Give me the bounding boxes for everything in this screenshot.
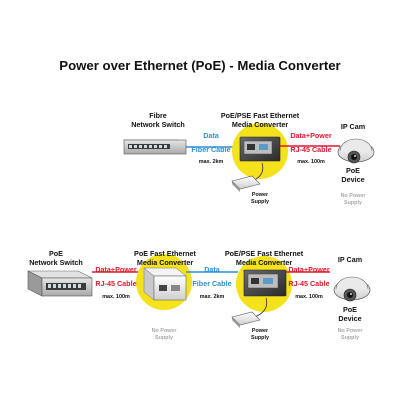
bottom-converter2-label: PoE/PSE Fast Ethernet Media Converter [218, 249, 310, 267]
bottom-left-distance: max. 100m [102, 294, 130, 300]
fibre-switch-label-line1: Fibre [149, 111, 167, 120]
poe-switch-label-line2: Network Switch [29, 257, 83, 267]
bottom-converter2-label-line1: PoE/PSE Fast Ethernet [224, 249, 304, 258]
bottom-power-supply-line1: Power [251, 328, 269, 334]
top-poe-device-line2: Device [341, 174, 365, 184]
poe-media-converter [136, 254, 192, 310]
bottom-left-data-power-label: Data+Power [95, 265, 137, 274]
top-copper-cable-label: RJ-45 Cable [290, 145, 332, 154]
bottom-fiber-cable-label: Fiber Cable [192, 279, 232, 288]
top-fiber-data-label: Data [203, 131, 219, 140]
fibre-switch-label-line2: Network Switch [131, 119, 185, 129]
top-converter-label-line1: PoE/PSE Fast Ethernet [220, 111, 300, 120]
bottom-no-power-right-line2: Supply [341, 335, 359, 341]
bottom-converter1-label-line2: Media Converter [136, 257, 194, 267]
bottom-no-power-left-line1: No Power [151, 328, 177, 334]
bottom-converter1-label: PoE Fast Ethernet Media Converter [122, 249, 208, 267]
ip-camera-icon-bottom [333, 276, 371, 302]
top-copper-distance: max. 100m [297, 159, 325, 165]
bottom-power-supply-label: Power Supply [240, 328, 280, 342]
top-power-supply-label: Power Supply [240, 192, 280, 206]
poe-switch-label-line1: PoE [49, 249, 63, 258]
top-fiber-cable-label: Fiber Cable [191, 145, 231, 154]
top-poe-device-line1: PoE [346, 166, 360, 175]
top-no-power-line1: No Power [340, 193, 366, 199]
bottom-right-cable-label: RJ-45 Cable [288, 279, 330, 288]
bottom-no-power-right-label: No Power Supply [330, 328, 370, 342]
top-no-power-line2: Supply [344, 200, 362, 206]
bottom-fiber-data-label: Data [204, 265, 220, 274]
top-poe-device-label: PoE Device [333, 166, 373, 184]
ip-camera-icon [337, 138, 375, 164]
bottom-poe-device-line2: Device [338, 313, 362, 323]
bottom-power-supply-line2: Supply [251, 335, 269, 341]
poe-network-switch [27, 270, 93, 297]
poe-switch-label: PoE Network Switch [16, 249, 96, 267]
bottom-fiber-distance: max. 2km [199, 294, 225, 300]
top-no-power-label: No Power Supply [333, 193, 373, 207]
bottom-no-power-right-line1: No Power [337, 328, 363, 334]
bottom-poe-device-label: PoE Device [330, 305, 370, 323]
power-supply-icon-bottom [231, 311, 261, 328]
bottom-no-power-left-label: No Power Supply [144, 328, 184, 342]
top-power-supply-line2: Supply [251, 199, 269, 205]
bottom-left-cable-label: RJ-45 Cable [95, 279, 137, 288]
bottom-right-data-power-label: Data+Power [288, 265, 330, 274]
poe-pse-media-converter [232, 123, 288, 179]
top-copper-data-power-label: Data+Power [290, 131, 332, 140]
fibre-switch-label: Fibre Network Switch [118, 111, 198, 129]
top-fiber-distance: max. 2km [198, 159, 224, 165]
poe-pse-media-converter-bottom [236, 256, 292, 312]
top-ip-cam-label: IP Cam [340, 122, 366, 131]
bottom-converter2-label-line2: Media Converter [235, 257, 293, 267]
bottom-right-distance: max. 100m [295, 294, 323, 300]
diagram-title: Power over Ethernet (PoE) - Media Conver… [59, 58, 341, 73]
top-converter-label: PoE/PSE Fast Ethernet Media Converter [215, 111, 305, 129]
power-supply-icon [231, 175, 261, 192]
bottom-poe-device-line1: PoE [343, 305, 357, 314]
bottom-converter1-label-line1: PoE Fast Ethernet [134, 249, 196, 258]
bottom-no-power-left-line2: Supply [155, 335, 173, 341]
fibre-network-switch [123, 139, 187, 155]
bottom-ip-cam-label: IP Cam [337, 255, 363, 264]
top-converter-label-line2: Media Converter [231, 119, 289, 129]
top-power-supply-line1: Power [251, 192, 269, 198]
